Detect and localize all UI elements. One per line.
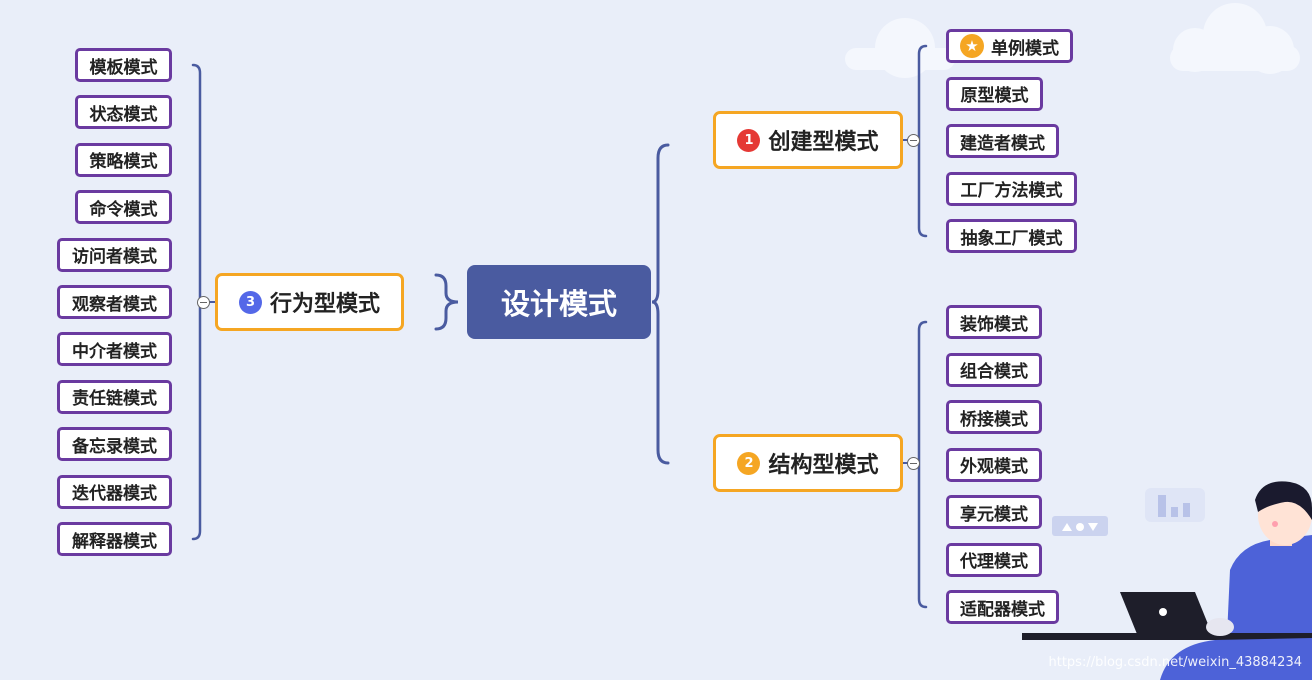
root-left-brace xyxy=(434,273,459,331)
leaf-label: 装饰模式 xyxy=(960,314,1028,335)
leaf-label: 单例模式 xyxy=(991,38,1059,59)
leaf-label: 代理模式 xyxy=(960,552,1028,572)
leaf-label: 桥接模式 xyxy=(960,409,1028,430)
leaf-behavioral-5[interactable]: 观察者模式 xyxy=(57,285,172,319)
leaf-creational-4[interactable]: 抽象工厂模式 xyxy=(946,219,1077,253)
leaf-structural-0[interactable]: 装饰模式 xyxy=(946,305,1042,339)
leaf-structural-5[interactable]: 代理模式 xyxy=(946,542,1042,577)
leaf-label: 享元模式 xyxy=(960,504,1028,525)
leaf-creational-3[interactable]: 工厂方法模式 xyxy=(946,171,1077,206)
leaf-structural-1[interactable]: 组合模式 xyxy=(946,352,1042,387)
collapse-toggle-icon[interactable] xyxy=(907,457,920,470)
leaf-label: 建造者模式 xyxy=(960,133,1045,154)
leaf-label: 原型模式 xyxy=(960,86,1029,106)
leaf-behavioral-10[interactable]: 解释器模式 xyxy=(57,522,172,556)
leaf-label: 策略模式 xyxy=(89,152,158,173)
leaf-label: 外观模式 xyxy=(960,457,1028,477)
leaf-label: 访问者模式 xyxy=(72,247,157,268)
branch-label: 行为型模式 xyxy=(269,292,380,317)
leaf-label: 适配器模式 xyxy=(960,599,1045,620)
number-badge-icon: 2 xyxy=(737,451,761,475)
root-node[interactable]: 设计模式 xyxy=(467,265,651,339)
leaf-label: 抽象工厂模式 xyxy=(960,228,1063,249)
leaf-behavioral-0[interactable]: 模板模式 xyxy=(75,48,172,82)
branch-label: 创建型模式 xyxy=(768,130,879,155)
leaf-behavioral-2[interactable]: 策略模式 xyxy=(75,142,172,177)
leaf-creational-0[interactable]: ★ 单例模式 xyxy=(946,29,1073,63)
leaf-behavioral-7[interactable]: 责任链模式 xyxy=(57,379,172,414)
leaf-label: 组合模式 xyxy=(960,362,1028,382)
root-right-brace xyxy=(651,143,670,465)
leaf-label: 解释器模式 xyxy=(72,531,157,552)
root-label: 设计模式 xyxy=(500,287,617,321)
leaf-behavioral-4[interactable]: 访问者模式 xyxy=(57,237,172,272)
leaf-label: 迭代器模式 xyxy=(72,484,157,505)
star-icon: ★ xyxy=(960,34,984,58)
brace-creational xyxy=(917,44,928,238)
leaf-structural-3[interactable]: 外观模式 xyxy=(946,447,1042,482)
leaf-label: 备忘录模式 xyxy=(72,436,157,457)
leaf-behavioral-9[interactable]: 迭代器模式 xyxy=(57,474,172,509)
leaf-creational-2[interactable]: 建造者模式 xyxy=(946,124,1059,158)
leaf-label: 责任链模式 xyxy=(72,389,157,410)
branch-creational[interactable]: 1 创建型模式 xyxy=(713,111,903,169)
collapse-toggle-icon[interactable] xyxy=(907,134,920,147)
leaf-label: 中介者模式 xyxy=(72,341,157,362)
branch-behavioral[interactable]: 3 行为型模式 xyxy=(215,273,404,331)
leaf-structural-6[interactable]: 适配器模式 xyxy=(946,590,1059,624)
branch-structural[interactable]: 2 结构型模式 xyxy=(713,434,903,492)
leaf-label: 工厂方法模式 xyxy=(960,181,1063,201)
leaf-structural-4[interactable]: 享元模式 xyxy=(946,495,1042,529)
branch-label: 结构型模式 xyxy=(768,453,879,478)
watermark: https://blog.csdn.net/weixin_43884234 xyxy=(1048,655,1302,670)
leaf-label: 状态模式 xyxy=(89,104,158,125)
leaf-behavioral-6[interactable]: 中介者模式 xyxy=(57,332,172,367)
number-badge-icon: 3 xyxy=(238,290,262,314)
leaf-label: 观察者模式 xyxy=(72,294,157,315)
person-illustration xyxy=(1022,481,1312,680)
leaf-creational-1[interactable]: 原型模式 xyxy=(946,76,1043,111)
number-badge-icon: 1 xyxy=(737,128,761,152)
leaf-structural-2[interactable]: 桥接模式 xyxy=(946,400,1042,434)
leaf-label: 命令模式 xyxy=(89,199,158,220)
leaf-behavioral-3[interactable]: 命令模式 xyxy=(75,190,172,225)
collapse-toggle-icon[interactable] xyxy=(197,296,210,309)
leaf-behavioral-1[interactable]: 状态模式 xyxy=(75,95,172,130)
cloud-decoration xyxy=(845,3,1300,78)
leaf-label: 模板模式 xyxy=(89,57,158,78)
leaf-behavioral-8[interactable]: 备忘录模式 xyxy=(57,427,172,462)
brace-structural xyxy=(917,320,928,609)
